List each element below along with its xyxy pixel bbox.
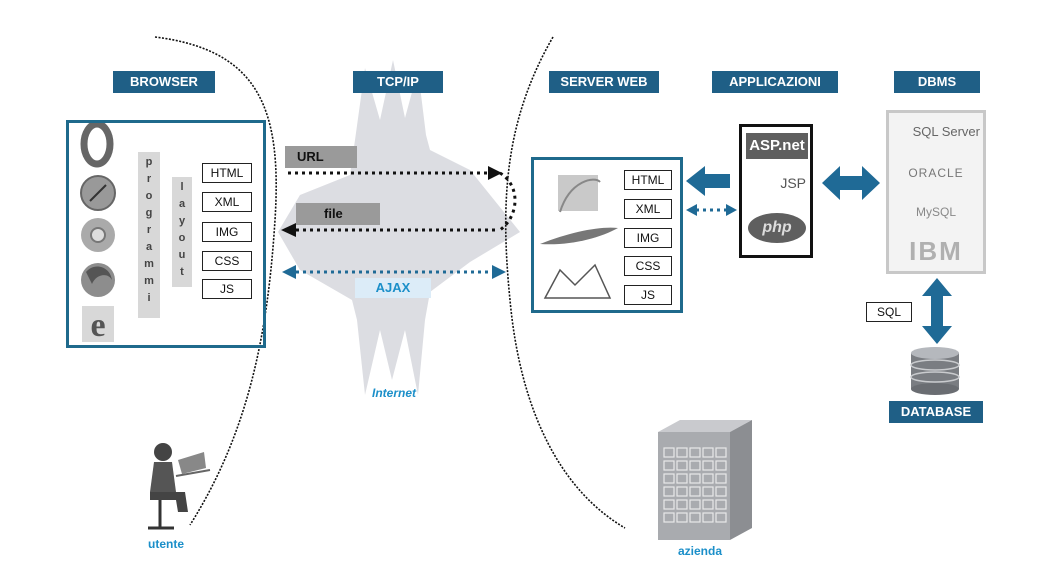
ajax-label: AJAX [355, 278, 431, 298]
building-window [715, 460, 727, 471]
azienda-caption: azienda [678, 544, 723, 558]
building-window [663, 486, 675, 497]
browser-format-xml: XML [202, 192, 252, 212]
building-window [676, 486, 688, 497]
server-format-xml: XML [624, 199, 672, 219]
sql-tag: SQL [866, 302, 912, 322]
sql-server-logo: SQL Server [912, 124, 980, 139]
user-icon [148, 443, 211, 530]
building-window [663, 473, 675, 484]
layout-vertical-label: l a y o u t [172, 177, 192, 287]
header-browser: BROWSER [113, 71, 215, 93]
php-logo: php [748, 213, 806, 243]
header-tcpip: TCP/IP [353, 71, 443, 93]
building-window [715, 499, 727, 510]
browser-icons: e [80, 120, 116, 344]
header-database: DATABASE [889, 401, 983, 423]
building-window [663, 499, 675, 510]
building-window [715, 447, 727, 458]
building-window [715, 512, 727, 523]
building-window [689, 486, 701, 497]
opera-icon [80, 120, 114, 168]
mysql-logo: MySQL [915, 205, 956, 219]
header-server-web: SERVER WEB [549, 71, 659, 93]
right-divider-curve [504, 36, 626, 529]
ibm-logo: IBM [909, 236, 963, 266]
building-window [715, 473, 727, 484]
ajax-arrowhead-right [492, 265, 506, 279]
building-window [676, 460, 688, 471]
internet-explorer-icon [82, 306, 114, 342]
utente-caption: utente [148, 537, 184, 551]
building-window [663, 460, 675, 471]
building-window [689, 512, 701, 523]
svg-text:e: e [90, 307, 105, 344]
building-window [663, 512, 675, 523]
building-window [689, 447, 701, 458]
building-window [702, 486, 714, 497]
building-window [676, 499, 688, 510]
building-window [676, 512, 688, 523]
header-applicazioni: APPLICAZIONI [712, 71, 838, 93]
server-format-css: CSS [624, 256, 672, 276]
building-window [689, 473, 701, 484]
building-window [702, 460, 714, 471]
building-window [715, 486, 727, 497]
jsp-logo: JSP [780, 175, 806, 191]
building-window [676, 447, 688, 458]
ajax-arrowhead-left [282, 265, 296, 279]
app-dbms-arrow [822, 166, 880, 200]
building-window [702, 447, 714, 458]
file-arrowhead [281, 223, 296, 237]
browser-format-css: CSS [202, 251, 252, 271]
header-dbms: DBMS [894, 71, 980, 93]
building-window [689, 460, 701, 471]
tomcat-icon [543, 263, 612, 299]
dbms-database-arrow [922, 278, 952, 344]
building-window [702, 473, 714, 484]
building-window [676, 473, 688, 484]
browser-panel [66, 120, 266, 348]
server-app-arrowhead-right [726, 204, 737, 216]
app-to-server-arrow [686, 166, 730, 196]
server-web-panel [531, 157, 683, 313]
browser-format-html: HTML [202, 163, 252, 183]
server-format-js: JS [624, 285, 672, 305]
aspnet-logo: ASP.net [746, 133, 808, 159]
building-window [663, 447, 675, 458]
file-label: file [296, 203, 380, 225]
internet-starburst [278, 60, 520, 395]
url-arrowhead [488, 166, 502, 180]
browser-format-js: JS [202, 279, 252, 299]
server-icons [540, 175, 618, 299]
server-format-img: IMG [624, 228, 672, 248]
oracle-logo: ORACLE [908, 166, 964, 180]
server-app-arrowhead-left [686, 204, 697, 216]
programmi-vertical-label: p r o g r a m m i [138, 152, 160, 318]
iis-server-icon [558, 175, 598, 211]
browser-format-img: IMG [202, 222, 252, 242]
internet-caption: Internet [372, 386, 417, 400]
apache-feather-icon [540, 227, 618, 245]
left-divider-curve [154, 36, 277, 526]
database-icon [910, 347, 960, 395]
dbms-panel [886, 110, 986, 274]
building-window [702, 499, 714, 510]
building-window [702, 512, 714, 523]
url-label: URL [285, 146, 357, 168]
building-window [689, 499, 701, 510]
server-format-html: HTML [624, 170, 672, 190]
